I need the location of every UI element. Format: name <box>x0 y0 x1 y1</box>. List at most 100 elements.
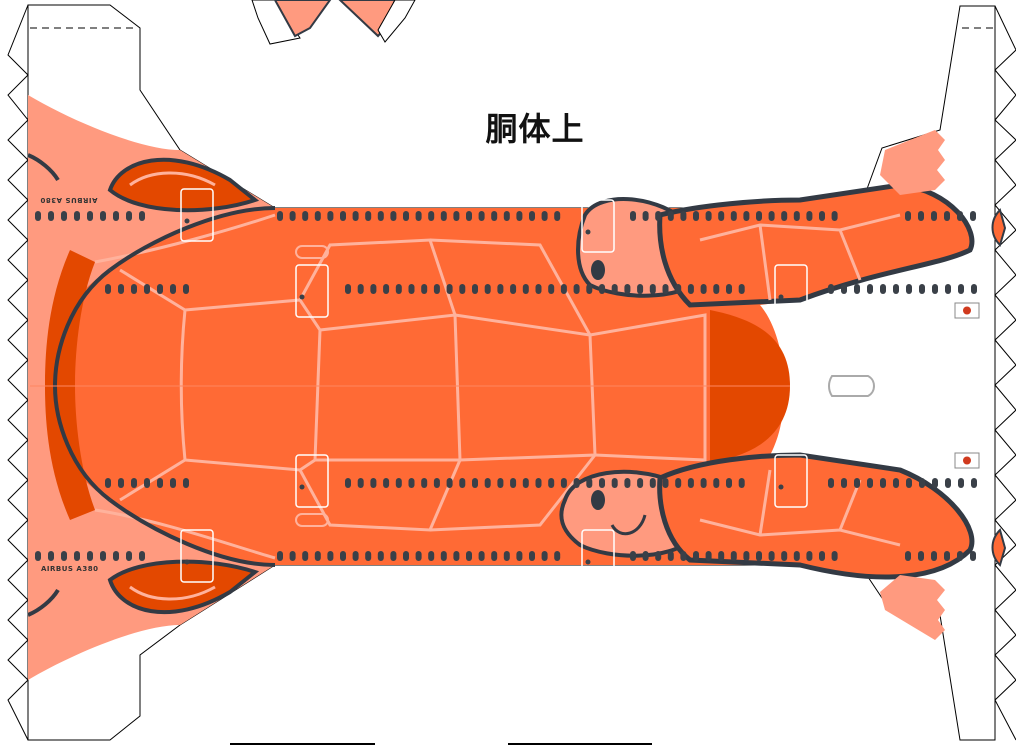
window <box>535 284 542 294</box>
window <box>944 211 950 221</box>
window <box>854 478 860 488</box>
window <box>126 211 132 221</box>
window <box>453 211 460 221</box>
window <box>340 211 346 221</box>
window <box>48 211 54 221</box>
window <box>841 478 847 488</box>
window <box>828 478 834 488</box>
window <box>548 478 555 488</box>
window <box>586 478 593 488</box>
window <box>433 284 440 294</box>
window <box>693 551 699 561</box>
turtle-head-top <box>576 130 975 308</box>
window <box>854 284 860 294</box>
window <box>611 284 618 294</box>
airbus-label-bottom: AIRBUS A380 <box>41 565 99 573</box>
window <box>497 478 504 488</box>
window <box>428 211 435 221</box>
window <box>113 551 119 561</box>
window <box>345 284 351 294</box>
window <box>624 284 631 294</box>
window <box>768 211 775 221</box>
window <box>548 284 555 294</box>
window <box>893 284 899 294</box>
window <box>828 284 834 294</box>
window <box>327 211 334 221</box>
window <box>440 551 447 561</box>
window <box>478 211 485 221</box>
window <box>390 551 397 561</box>
window <box>718 211 725 221</box>
window <box>48 551 54 561</box>
door-outline-icon <box>180 188 808 583</box>
window <box>768 551 775 561</box>
window <box>781 211 788 221</box>
window <box>919 284 925 294</box>
airbus-label-top: AIRBUS A380 <box>40 196 98 204</box>
window <box>971 478 977 488</box>
window <box>289 551 296 561</box>
window <box>113 211 119 221</box>
window <box>819 211 825 221</box>
window <box>880 284 886 294</box>
window <box>466 551 472 561</box>
window <box>957 211 963 221</box>
door <box>180 188 214 242</box>
window <box>541 211 548 221</box>
window <box>667 551 674 561</box>
window <box>446 478 453 488</box>
window <box>428 551 435 561</box>
window <box>919 478 925 488</box>
window <box>433 478 440 488</box>
door-handle <box>299 294 305 300</box>
window <box>880 478 886 488</box>
window <box>446 284 453 294</box>
window <box>383 284 390 294</box>
window <box>662 284 669 294</box>
door-handle <box>299 484 305 490</box>
window <box>352 551 359 561</box>
window <box>100 551 106 561</box>
window <box>957 551 963 561</box>
window <box>421 284 428 294</box>
nose-gear-hatch <box>828 375 875 397</box>
window <box>118 284 124 294</box>
window <box>642 211 649 221</box>
window <box>139 551 145 561</box>
window <box>395 284 402 294</box>
window <box>535 478 542 488</box>
window <box>630 551 636 561</box>
window <box>667 211 674 221</box>
door <box>774 264 808 318</box>
window <box>484 478 491 488</box>
window <box>302 211 309 221</box>
window <box>700 478 707 488</box>
window <box>421 478 428 488</box>
window <box>687 284 694 294</box>
window <box>624 478 631 488</box>
window <box>713 478 720 488</box>
window <box>756 211 762 221</box>
window <box>970 211 976 221</box>
hatch-top <box>295 245 329 259</box>
window <box>560 284 567 294</box>
window <box>867 284 873 294</box>
window <box>157 284 163 294</box>
window <box>680 551 687 561</box>
window <box>756 551 762 561</box>
window <box>472 478 478 488</box>
window <box>726 478 732 488</box>
window <box>944 551 950 561</box>
window <box>370 284 377 294</box>
window <box>403 551 409 561</box>
door-handle <box>585 229 591 235</box>
window <box>675 478 682 488</box>
window <box>649 284 656 294</box>
window <box>314 551 321 561</box>
window <box>170 284 176 294</box>
window <box>403 211 409 221</box>
window <box>560 478 567 488</box>
window <box>971 284 977 294</box>
window <box>642 551 649 561</box>
